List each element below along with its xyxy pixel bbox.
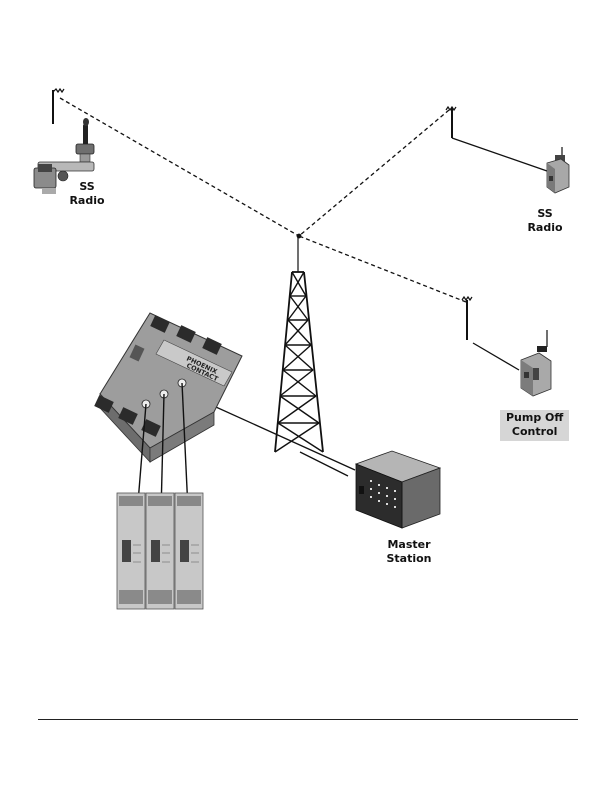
io-module-icon <box>174 492 204 610</box>
master-station-rack-icon <box>354 450 442 529</box>
radio-link-pump <box>298 235 467 303</box>
label-line: Master <box>387 538 431 551</box>
master-station-label: Master Station <box>378 538 440 566</box>
radio-link-left <box>59 97 300 237</box>
label-line: Pump Off <box>506 411 564 424</box>
radio-links <box>59 97 467 303</box>
ss-radio-left-label: SS Radio <box>64 180 110 208</box>
ss-radio-device-icon <box>33 118 95 194</box>
io-module-icon <box>145 492 175 610</box>
footer-divider <box>38 719 578 720</box>
label-line: SS <box>79 180 95 193</box>
unit-to-station-cables <box>195 397 356 477</box>
label-line: Radio <box>527 221 563 234</box>
ss-radio-right-label: SS Radio <box>522 207 568 235</box>
pump-off-controller-icon <box>520 330 552 397</box>
label-line: Control <box>511 425 558 438</box>
antenna-cables <box>451 137 548 371</box>
antenna-icon <box>445 105 457 138</box>
label-line: Radio <box>69 194 105 207</box>
label-line: SS <box>537 207 553 220</box>
io-module-icon <box>116 492 146 610</box>
antenna-icon <box>52 87 65 124</box>
label-line: Station <box>386 552 432 565</box>
radio-tower-icon <box>274 238 324 453</box>
pump-off-control-label: Pump Off Control <box>500 410 570 441</box>
radio-link-right <box>298 109 450 237</box>
main-io-unit: PHOENIX CONTACT <box>94 312 243 464</box>
tower-top-node <box>296 233 302 239</box>
ss-radio-device-icon <box>546 147 570 194</box>
antenna-icon <box>461 295 473 340</box>
